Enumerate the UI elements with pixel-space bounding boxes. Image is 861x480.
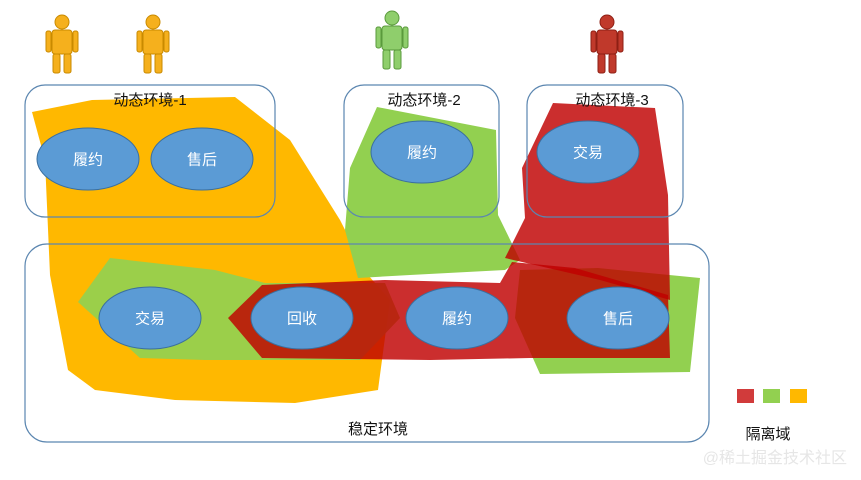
node-s-trade	[98, 286, 202, 350]
legend-label: 隔离域	[745, 426, 791, 443]
node-s-trade-label: 交易	[134, 310, 166, 328]
legend-red-swatch	[737, 389, 754, 403]
legend-green-swatch	[763, 389, 780, 403]
node-s-recycle-label: 回收	[286, 310, 318, 328]
watermark: @稀土掘金技术社区	[702, 450, 847, 467]
node-d3-trade	[536, 120, 640, 184]
node-d2-fulfill-label: 履约	[406, 144, 438, 162]
dynamic-env-1-label: 动态环境-1	[113, 92, 187, 109]
user-orange-2-icon	[136, 14, 170, 74]
dynamic-env-2-box	[343, 84, 500, 218]
node-d1-aftersale	[150, 127, 254, 191]
node-d1-fulfill-label: 履约	[72, 151, 104, 169]
user-orange-1-icon	[45, 14, 79, 74]
node-s-recycle	[250, 286, 354, 350]
dynamic-env-2-label: 动态环境-2	[387, 92, 461, 109]
user-red-icon	[590, 14, 624, 74]
node-s-fulfill-label: 履约	[441, 310, 473, 328]
legend-orange-swatch	[790, 389, 807, 403]
dynamic-env-3-box	[526, 84, 684, 218]
stable-env-box	[24, 243, 710, 443]
node-d3-trade-label: 交易	[572, 144, 604, 162]
node-s-fulfill	[405, 286, 509, 350]
node-s-aftersale	[566, 286, 670, 350]
node-d2-fulfill	[370, 120, 474, 184]
node-d1-aftersale-label: 售后	[186, 151, 218, 169]
dynamic-env-1-box	[24, 84, 276, 218]
dynamic-env-3-label: 动态环境-3	[575, 92, 649, 109]
node-s-aftersale-label: 售后	[602, 310, 634, 328]
node-d1-fulfill	[36, 127, 140, 191]
stable-env-label: 稳定环境	[347, 421, 409, 438]
user-green-icon	[375, 10, 409, 70]
